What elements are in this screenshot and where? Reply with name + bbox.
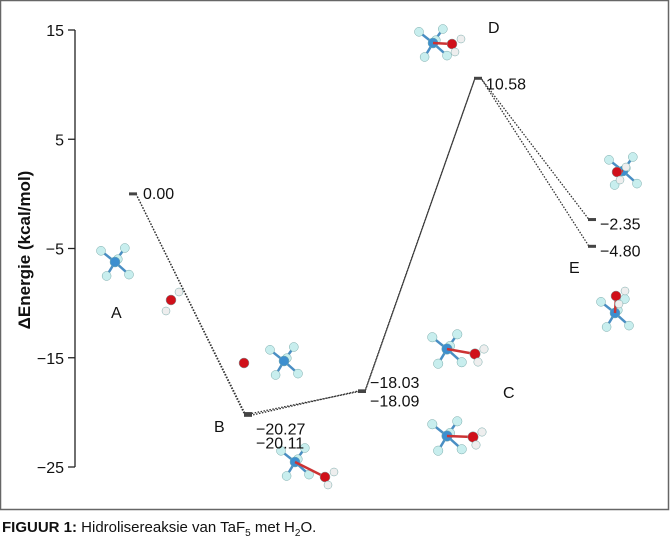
caption-label: FIGUUR 1: — [2, 519, 77, 536]
atom — [433, 358, 444, 369]
atom — [456, 357, 467, 368]
energy-level-mark — [244, 413, 252, 417]
y-tick-label: −15 — [37, 351, 64, 368]
molecule-product-e2 — [596, 286, 634, 332]
atom — [438, 24, 448, 34]
atom — [293, 368, 303, 379]
atom — [624, 320, 634, 331]
atom — [610, 290, 622, 302]
y-axis-label: ΔEnergie (kcal/mol) — [15, 171, 34, 330]
atom — [124, 269, 134, 280]
energy-level-mark — [474, 76, 482, 80]
figure-caption: FIGUUR 1: Hidrolisereaksie van TaF5 met … — [2, 519, 316, 539]
atom — [289, 342, 299, 352]
state-label: B — [214, 419, 225, 436]
molecule-complex-c1 — [427, 329, 489, 369]
energy-path-line — [135, 77, 590, 416]
atom — [300, 443, 310, 453]
atom — [628, 152, 638, 162]
molecule-complex-b2 — [276, 443, 339, 490]
energy-level-mark — [358, 390, 366, 394]
atom — [270, 370, 281, 380]
atom — [265, 345, 275, 355]
molecule-tafs-a — [96, 243, 134, 281]
state-label: A — [111, 305, 122, 322]
atom — [601, 322, 612, 332]
atom — [101, 271, 112, 281]
atom — [452, 329, 463, 340]
atom — [174, 287, 184, 297]
atom — [161, 306, 171, 316]
atom — [477, 427, 487, 437]
y-tick-label: 5 — [55, 132, 64, 149]
atom — [329, 467, 339, 477]
atom — [452, 416, 463, 427]
energy-path-line — [135, 77, 590, 415]
atom — [456, 444, 467, 455]
atom — [450, 47, 460, 57]
atom — [614, 299, 624, 309]
atom — [109, 256, 121, 268]
state-label: C — [503, 385, 515, 402]
y-tick-label: 15 — [46, 23, 64, 40]
caption-subscript: 5 — [245, 528, 251, 539]
atom — [427, 332, 438, 343]
atom — [414, 27, 424, 37]
atom — [433, 445, 444, 456]
molecule-water-b — [238, 357, 250, 369]
energy-level-mark — [588, 218, 596, 222]
atom — [96, 246, 106, 256]
energy-level-mark — [129, 192, 137, 196]
atom — [278, 355, 290, 367]
atom — [238, 357, 250, 369]
atom — [604, 155, 614, 165]
atom — [165, 294, 177, 306]
bond — [294, 460, 326, 479]
molecule-water-a — [161, 287, 184, 316]
caption-text: Hidrolisereaksie van TaF — [77, 519, 246, 536]
energy-value-label: −4.80 — [600, 243, 641, 260]
atom — [319, 471, 331, 483]
caption-text: met H — [250, 519, 295, 536]
atom — [620, 286, 630, 296]
state-label: D — [488, 20, 500, 37]
atom — [611, 166, 623, 178]
atom — [596, 297, 606, 307]
energy-level-mark — [588, 244, 596, 248]
atom — [456, 34, 466, 44]
atom — [473, 357, 483, 367]
energy-value-label: −20.27 — [256, 421, 305, 438]
figure-frame — [0, 0, 670, 511]
energy-value-label: −2.35 — [600, 217, 641, 234]
caption-subscript: 2 — [294, 528, 301, 539]
atom — [615, 175, 625, 185]
atom — [427, 419, 438, 430]
y-tick-label: −25 — [37, 460, 64, 477]
state-label: E — [569, 260, 580, 277]
atom — [323, 480, 333, 490]
energy-value-label: −18.09 — [370, 394, 419, 411]
energy-value-label: −20.11 — [256, 436, 304, 453]
atom — [120, 243, 130, 253]
atom — [281, 471, 292, 481]
y-tick-label: −5 — [46, 242, 64, 259]
atom — [419, 52, 430, 62]
energy-value-label: −18.03 — [370, 375, 419, 392]
molecule-product-e1 — [604, 152, 642, 190]
caption-text: O. — [300, 519, 317, 536]
molecule-complex-c2 — [427, 416, 487, 456]
atom — [442, 50, 452, 61]
molecule-ts-d — [414, 24, 466, 62]
atom — [276, 446, 286, 456]
molecule-tafs-b1 — [265, 342, 303, 380]
atom — [479, 344, 489, 354]
atom — [446, 38, 458, 50]
energy-value-label: 10.58 — [486, 76, 526, 93]
atom — [471, 440, 481, 450]
energy-level-mark — [244, 412, 252, 416]
atom — [632, 178, 642, 189]
energy-value-label: 0.00 — [143, 186, 174, 203]
atom — [621, 162, 631, 172]
